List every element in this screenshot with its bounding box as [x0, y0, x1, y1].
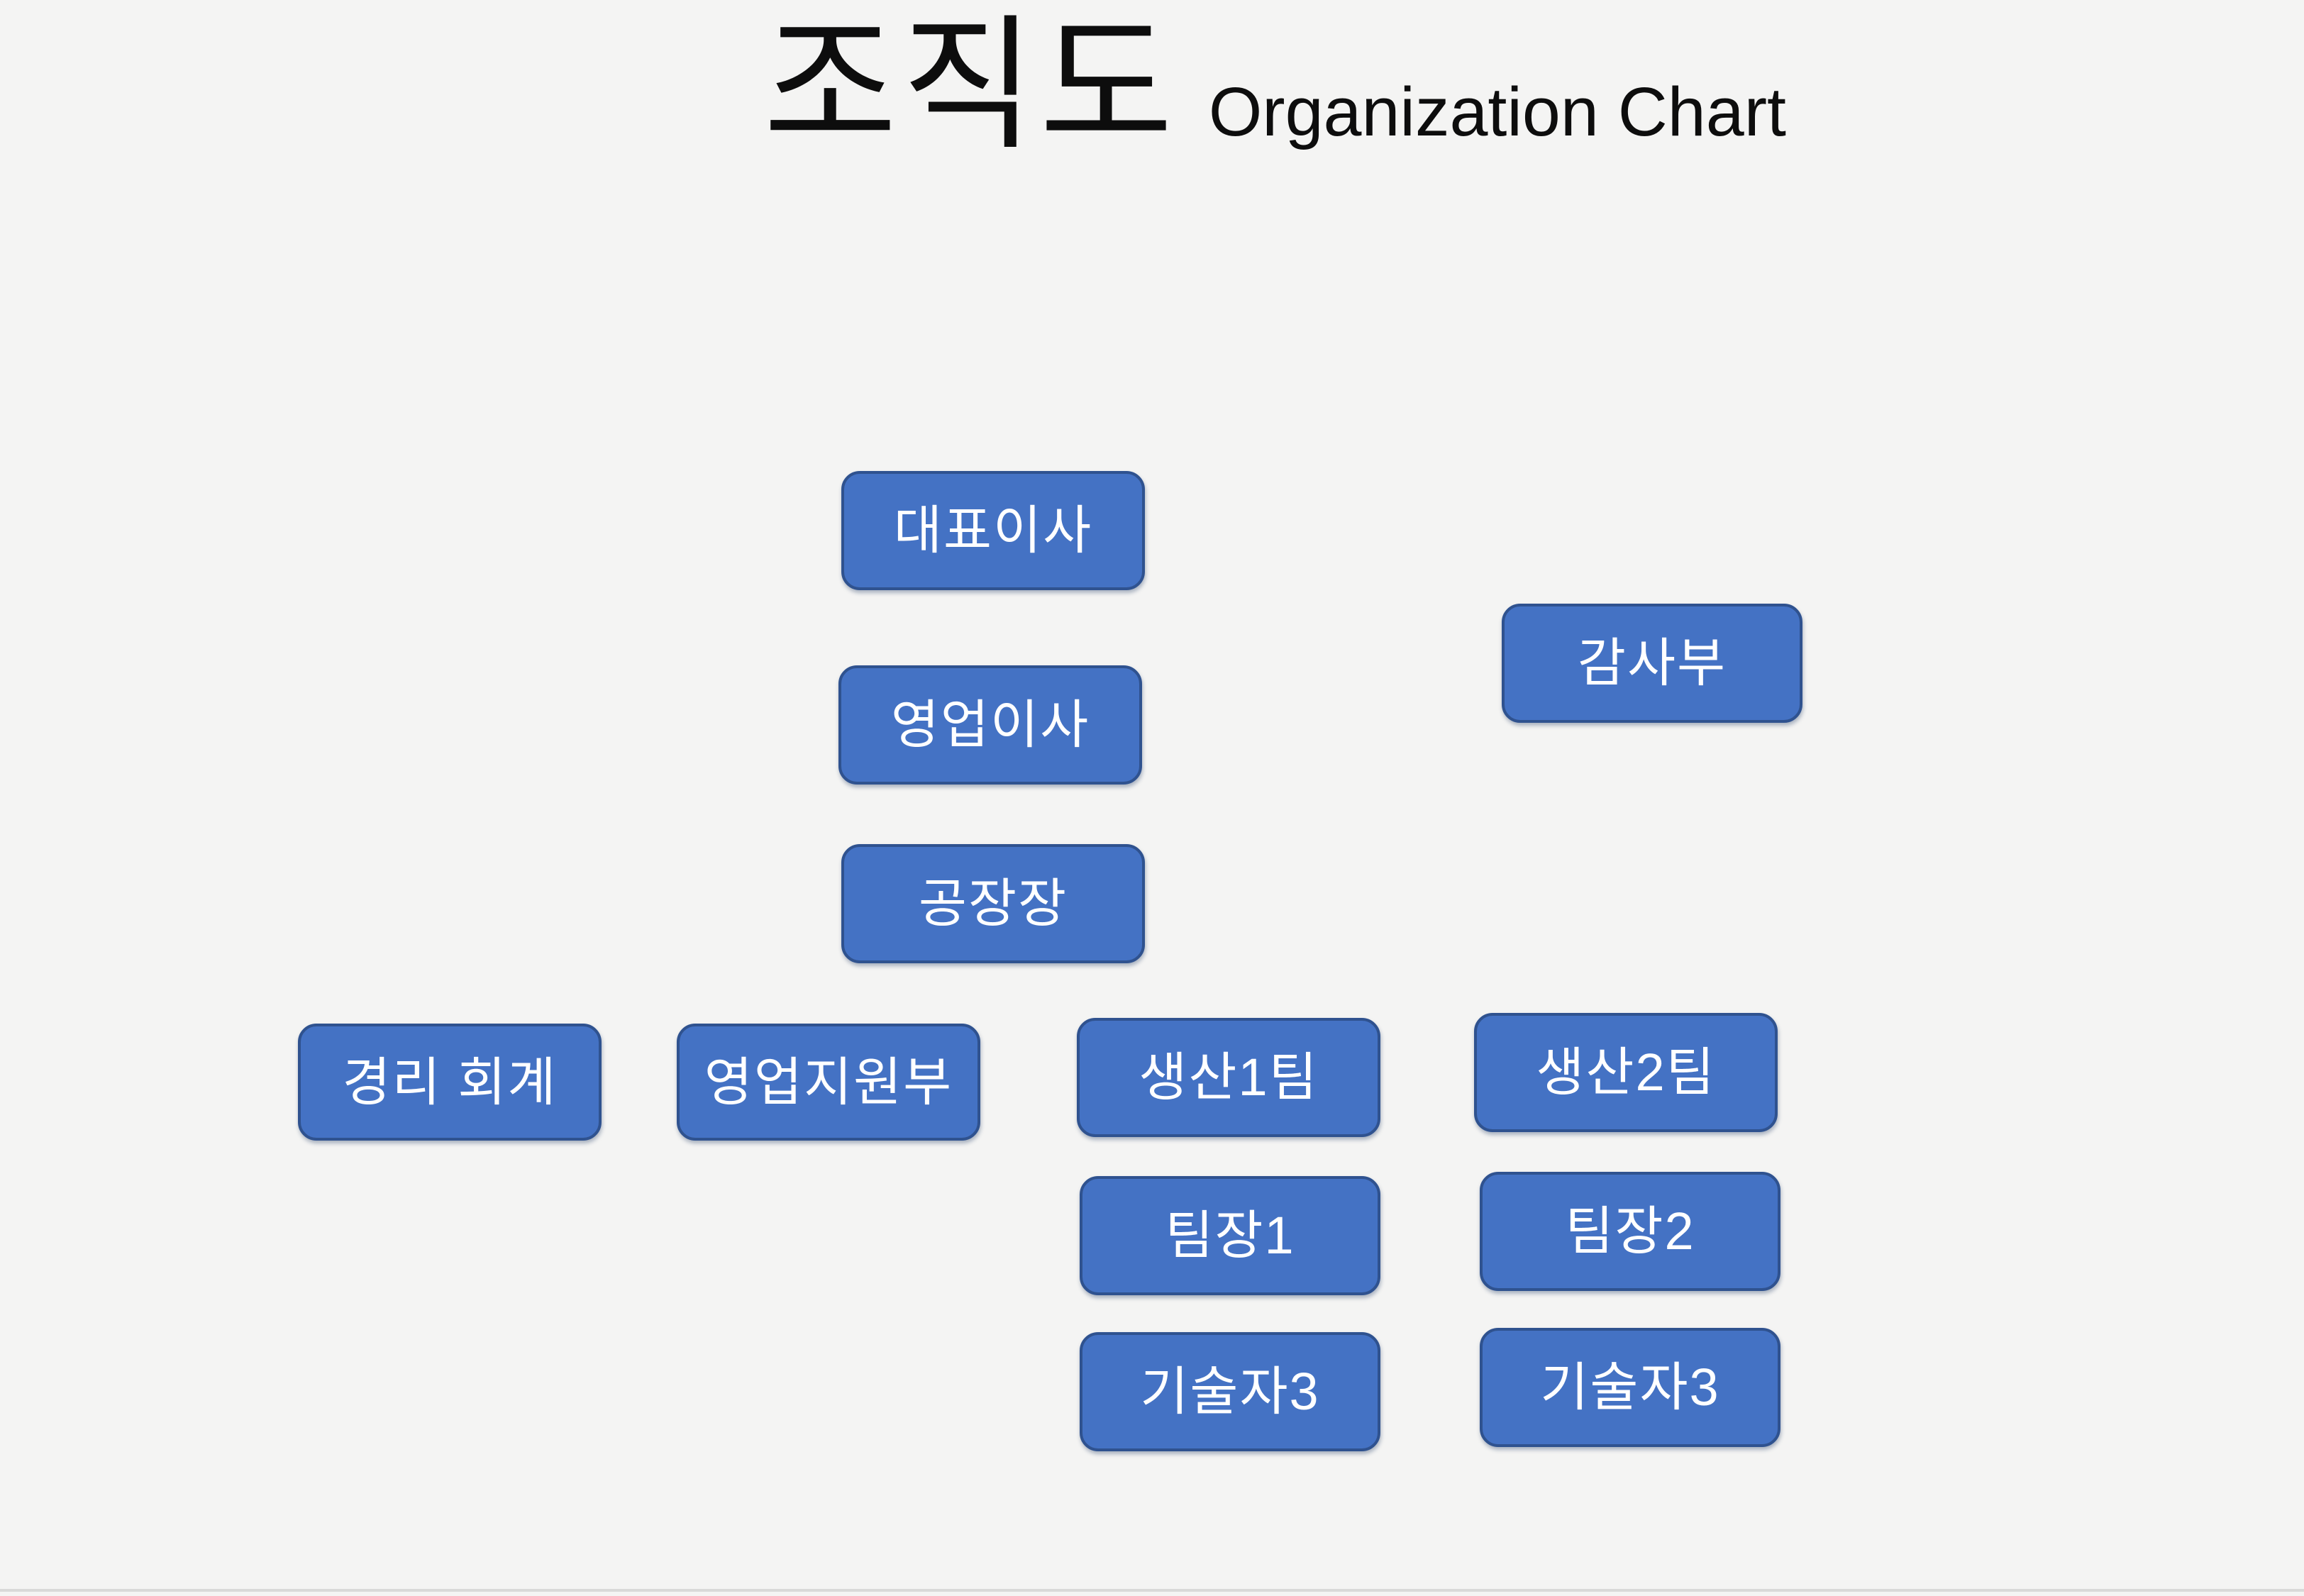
org-node-prod-team-1[interactable]: 생산1팀 — [1077, 1018, 1380, 1137]
org-node-label-technician-1: 기술자3 — [1140, 1362, 1320, 1421]
org-node-sales-support[interactable]: 영업지원부 — [677, 1024, 980, 1141]
org-node-ceo[interactable]: 대표이사 — [841, 471, 1145, 590]
page-title: 조직도 Organization Chart — [763, 6, 1786, 166]
org-node-team-leader-1[interactable]: 팀장1 — [1080, 1176, 1380, 1295]
org-node-sales-director[interactable]: 영업이사 — [838, 665, 1142, 785]
page-title-english: Organization Chart — [1208, 73, 1786, 150]
page-title-korean: 조직도 — [763, 4, 1178, 167]
org-node-prod-team-2[interactable]: 생산2팀 — [1474, 1013, 1778, 1132]
org-node-label-audit-dept: 감사부 — [1577, 633, 1727, 692]
org-node-label-team-leader-1: 팀장1 — [1165, 1206, 1295, 1265]
slide-bottom-edge — [0, 1589, 2304, 1592]
org-node-label-plant-manager: 공장장 — [918, 874, 1068, 933]
org-node-label-sales-director: 영업이사 — [890, 695, 1090, 754]
org-node-label-sales-support: 영업지원부 — [704, 1052, 953, 1112]
org-node-label-team-leader-2: 팀장2 — [1565, 1202, 1695, 1260]
org-node-technician-2[interactable]: 기술자3 — [1480, 1328, 1780, 1447]
org-node-technician-1[interactable]: 기술자3 — [1080, 1332, 1380, 1451]
org-node-accounting[interactable]: 경리 회계 — [298, 1024, 602, 1141]
org-node-label-accounting: 경리 회계 — [342, 1052, 558, 1112]
org-node-label-technician-2: 기술자3 — [1540, 1358, 1720, 1417]
org-node-team-leader-2[interactable]: 팀장2 — [1480, 1172, 1780, 1291]
org-node-plant-manager[interactable]: 공장장 — [841, 844, 1145, 963]
org-node-label-prod-team-1: 생산1팀 — [1139, 1048, 1319, 1107]
org-node-label-prod-team-2: 생산2팀 — [1536, 1043, 1716, 1102]
org-node-label-ceo: 대표이사 — [893, 501, 1093, 560]
org-node-audit-dept[interactable]: 감사부 — [1502, 604, 1802, 723]
